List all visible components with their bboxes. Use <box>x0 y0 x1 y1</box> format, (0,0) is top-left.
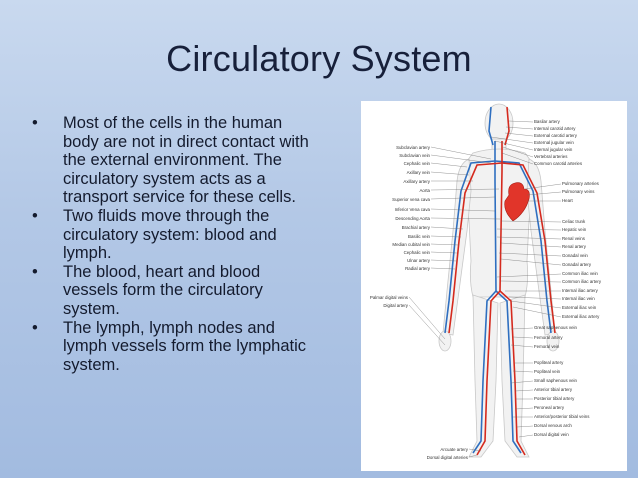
label-subclavian-vein: Subclavian vein <box>399 153 430 158</box>
bullet-text: The lymph, lymph nodes and lymph vessels… <box>63 318 306 374</box>
bullet-item: • The blood, heart and blood vessels form… <box>30 263 315 319</box>
label-gonadal-vein: Gonadal vein <box>562 253 588 258</box>
label-median-cubital-vein: Median cubital vein <box>392 242 430 247</box>
bullet-text: Most of the cells in the human body are … <box>63 114 309 207</box>
veins <box>444 106 552 454</box>
anatomy-illustration: Basilar artery Internal carotid artery E… <box>370 103 602 460</box>
label-anterior-tibial-artery: Anterior tibial artery <box>534 387 573 392</box>
label-superior-vena-cava: Superior vena cava <box>392 197 430 202</box>
label-anterior-posterior-tibial-veins: Anterior/posterior tibial veins <box>534 414 590 419</box>
left-labels: Subclavian artery Subclavian vein Cephal… <box>370 145 469 460</box>
label-popliteal-artery: Popliteal artery <box>534 360 564 365</box>
label-palmar-digital-veins: Palmar digital veins <box>370 295 409 300</box>
label-arcuate-artery: Arcuate artery <box>440 447 468 452</box>
label-inferior-vena-cava: Inferior Vena cava <box>395 207 431 212</box>
bullet-item: • Most of the cells in the human body are… <box>30 114 315 207</box>
label-ulnar-artery: Ulnar artery <box>407 258 431 263</box>
label-hepatic-vein: Hepatic vein <box>562 227 587 232</box>
label-pulmonary-arteries: Pulmonary arteries <box>562 181 600 186</box>
bullet-item: • The lymph, lymph nodes and lymph vessel… <box>30 319 315 375</box>
label-renal-artery: Renal artery <box>562 244 587 249</box>
label-femoral-artery: Femoral artery <box>534 335 563 340</box>
label-internal-jugular-vein: Internal jugular vein <box>534 147 573 152</box>
circulatory-system-diagram: Basilar artery Internal carotid artery E… <box>361 101 627 471</box>
label-femoral-vein: Femoral vein <box>534 344 560 349</box>
bullet-list: • Most of the cells in the human body are… <box>30 114 315 374</box>
right-labels: Basilar artery Internal carotid artery E… <box>534 119 602 437</box>
label-vertebral-arteries: Vertebral arteries <box>534 154 568 159</box>
label-internal-iliac-vein: Internal iliac vein <box>562 296 595 301</box>
label-basilar-artery: Basilar artery <box>534 119 561 124</box>
bullet-icon: • <box>32 114 38 132</box>
label-subclavian-artery: Subclavian artery <box>396 145 431 150</box>
label-dorsal-digital-arteries: Dorsal digital arteries <box>427 455 469 460</box>
label-internal-carotid-artery: Internal carotid artery <box>534 126 576 131</box>
label-dorsal-digital-vein: Dorsal digital vein <box>534 432 569 437</box>
bullet-icon: • <box>32 262 38 281</box>
label-axillary-vein: Axillary vein <box>407 170 431 175</box>
label-external-carotid-artery: External carotid artery <box>534 133 578 138</box>
label-external-iliac-artery: External iliac artery <box>562 314 600 319</box>
label-descending-aorta: Descending Aorta <box>395 216 430 221</box>
bullet-icon: • <box>32 206 38 225</box>
label-pulmonary-veins: Pulmonary veins <box>562 189 595 194</box>
label-heart: Heart <box>562 198 574 203</box>
label-renal-veins: Renal veins <box>562 236 586 241</box>
bullet-text: Two fluids move through the circulatory … <box>63 206 277 263</box>
label-great-saphenous-vein: Great saphenous vein <box>534 325 578 330</box>
label-cephalic-vein: Cephalic vein <box>404 161 431 166</box>
label-peroneal-artery: Peroneal artery <box>534 405 565 410</box>
label-dorsal-venous-arch: Dorsal venous arch <box>534 423 572 428</box>
label-posterior-tibial-artery: Posterior tibial artery <box>534 396 575 401</box>
slide-title: Circulatory System <box>166 38 472 79</box>
label-radial-artery: Radial artery <box>405 266 431 271</box>
label-cephalic-vein-lower: Cephalic vein <box>404 250 431 255</box>
label-external-jugular-vein: External jugular vein <box>534 140 574 145</box>
label-internal-iliac-artery: Internal iliac artery <box>562 288 599 293</box>
label-gonadal-artery: Gonadal artery <box>562 262 592 267</box>
label-axillary-artery: Axillary artery <box>403 179 430 184</box>
label-small-saphenous-vein: Small saphenous vein <box>534 378 578 383</box>
label-popliteal-vein: Popliteal vein <box>534 369 561 374</box>
bullet-item: • Two fluids move through the circulatory… <box>30 207 315 263</box>
label-digital-artery: Digital artery <box>383 303 408 308</box>
heart-shape <box>504 182 530 222</box>
bullet-text: The blood, heart and blood vessels form … <box>63 262 263 318</box>
label-common-carotid-arteries: Common carotid arteries <box>534 161 583 166</box>
label-external-iliac-vein: External iliac vein <box>562 305 597 310</box>
label-common-iliac-vein: Common iliac vein <box>562 271 598 276</box>
label-basilic-vein: Basilic vein <box>408 234 431 239</box>
arteries <box>448 106 556 456</box>
label-aorta: Aorta <box>420 188 431 193</box>
label-celiac-trunk: Celiac trunk <box>562 219 586 224</box>
label-common-iliac-artery: Common iliac artery <box>562 279 602 284</box>
bullet-icon: • <box>32 318 38 337</box>
label-brachial-artery: Brachial artery <box>402 225 431 230</box>
label-leader-lines <box>408 120 562 458</box>
